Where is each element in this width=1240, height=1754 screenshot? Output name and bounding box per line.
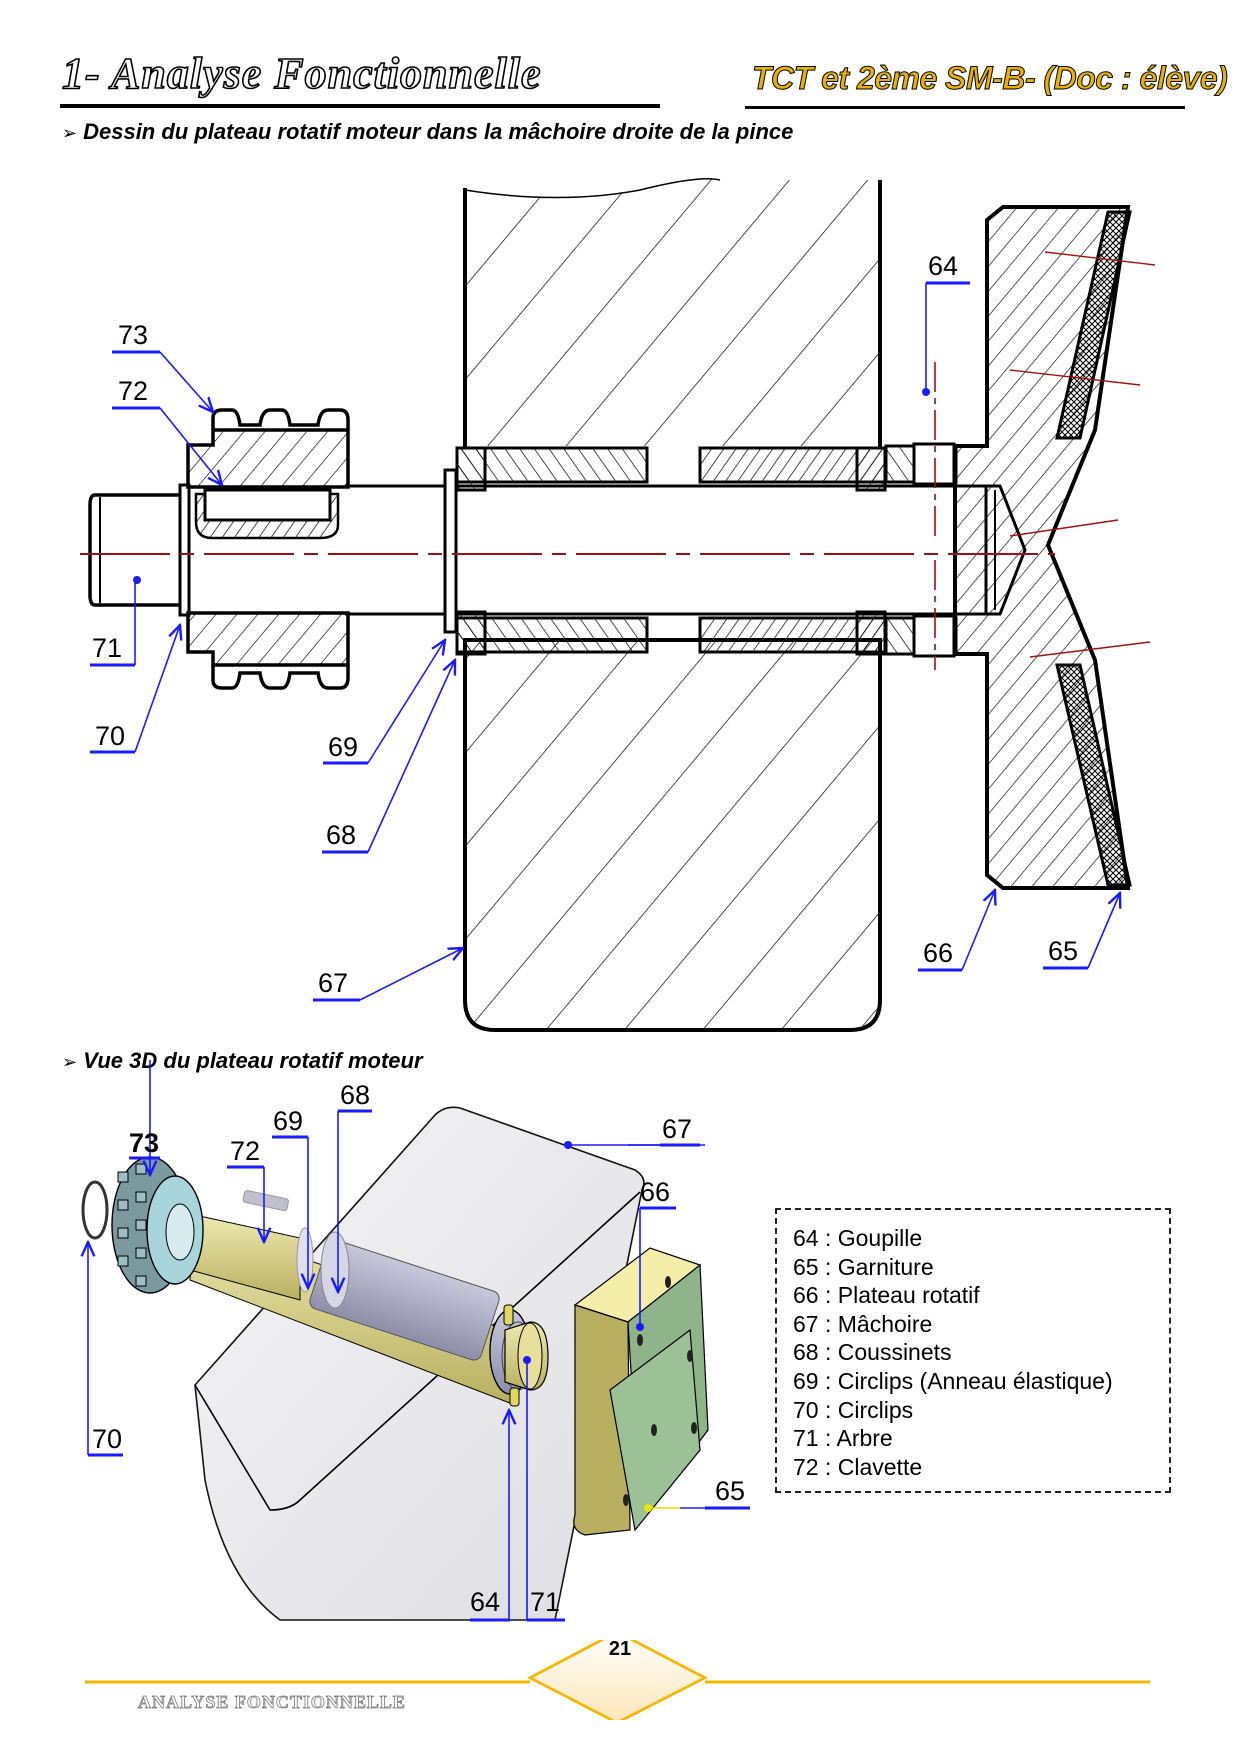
callout-65: 65 [1048, 936, 1078, 966]
legend-item: 68 : Coussinets [793, 1339, 952, 1366]
title-underline [60, 104, 660, 108]
callout-67: 67 [318, 968, 348, 998]
lining-65 [1055, 210, 1132, 887]
callout-69: 69 [328, 732, 358, 762]
gear-73 [186, 408, 350, 690]
pin-64 [884, 362, 958, 670]
legend-item: 69 : Circlips (Anneau élastique) [793, 1367, 1113, 1394]
legend-item: 70 : Circlips [793, 1396, 914, 1423]
jaw-67-lower [463, 638, 882, 1032]
callout-65: 65 [715, 1476, 745, 1506]
section-heading-2d: ➢Dessin du plateau rotatif moteur dans l… [62, 119, 793, 145]
footer-section-label: ANALYSE FONCTIONNELLE [138, 1692, 406, 1713]
key-72-3d [242, 1190, 289, 1212]
legend-item: 65 : Garniture [793, 1253, 934, 1280]
callout-70: 70 [92, 1424, 122, 1454]
callout-69: 69 [273, 1106, 303, 1136]
callout-66: 66 [923, 938, 953, 968]
callout-66: 66 [640, 1177, 670, 1207]
legend-item: 67 : Mâchoire [793, 1310, 933, 1337]
legend-item: 72 : Clavette [793, 1453, 923, 1480]
parts-legend: 64 : Goupille 65 : Garniture 66 : Platea… [775, 1208, 1171, 1493]
callout-73: 73 [129, 1128, 159, 1158]
callout-72: 72 [118, 376, 148, 406]
callout-71: 71 [530, 1587, 560, 1617]
circlip-69 [443, 468, 458, 634]
footer-rule [85, 1640, 1150, 1720]
callout-72: 72 [230, 1136, 260, 1166]
circlip-70-3d [81, 1180, 109, 1240]
lining-65-3d [609, 1276, 701, 1532]
rivet-centerlines [1009, 251, 1156, 658]
doc-tag-underline [745, 106, 1185, 109]
view-3d: 73 72 69 68 67 66 70 64 71 65 [0, 1060, 750, 1622]
section-drawing-2d: 73 72 71 70 69 68 67 66 65 64 [80, 178, 1156, 1032]
legend-item: 64 : Goupille [793, 1225, 923, 1251]
document-tag: TCT et 2ème SM-B- (Doc : élève) [751, 60, 1228, 97]
callout-65-dot [644, 1504, 652, 1512]
section-heading-text: Dessin du plateau rotatif moteur dans la… [83, 119, 794, 144]
shaft-71-3d [189, 1214, 549, 1407]
legend-item: 66 : Plateau rotatif [793, 1282, 980, 1309]
callouts-3d [88, 1060, 750, 1622]
section-heading-text: Vue 3D du plateau rotatif moteur [83, 1048, 423, 1073]
page-number-diamond [527, 1640, 709, 1720]
callouts-2d [90, 281, 1120, 1002]
callout-68: 68 [326, 820, 356, 850]
callout-68: 68 [340, 1080, 370, 1110]
circlip-69-3d [296, 1227, 314, 1293]
bushing-68 [455, 446, 887, 656]
bushing-68-3d [320, 1231, 350, 1309]
key-72 [194, 488, 340, 540]
callout-70: 70 [95, 721, 125, 751]
circlip-70 [178, 483, 191, 617]
page-number: 21 [608, 1638, 632, 1660]
callout-73: 73 [118, 320, 148, 350]
arrow-bullet-icon: ➢ [62, 1052, 78, 1072]
page-title: 1- Analyse Fonctionnelle [61, 48, 542, 99]
callout-64: 64 [928, 251, 958, 281]
callout-64: 64 [470, 1587, 500, 1617]
gear-73-3d [111, 1156, 204, 1294]
section-heading-3d: ➢Vue 3D du plateau rotatif moteur [62, 1048, 423, 1074]
jaw-67-upper [463, 178, 882, 447]
arrow-bullet-icon: ➢ [62, 123, 78, 143]
callout-67: 67 [662, 1114, 692, 1144]
legend-item: 71 : Arbre [793, 1425, 893, 1452]
callout-71: 71 [92, 633, 122, 663]
